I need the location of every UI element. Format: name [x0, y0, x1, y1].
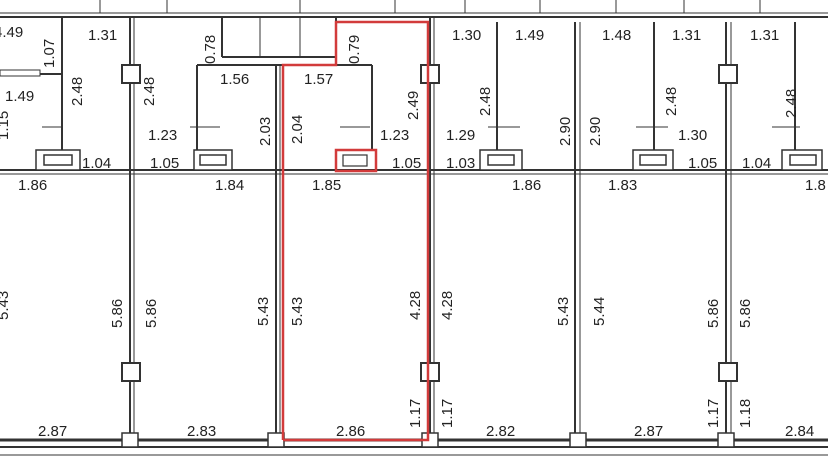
dim-a1: 4.49 — [0, 24, 23, 41]
dimension-labels: 4.49 1.31 1.30 1.49 1.48 1.31 1.31 1.56 … — [0, 24, 826, 440]
dim-c4: 2.49 — [405, 91, 422, 120]
dim-f2: 2.48 — [783, 89, 800, 118]
dim-v5: 5.43 — [289, 297, 306, 326]
dim-v9: 5.44 — [591, 297, 608, 326]
dim-m11: 1.04 — [742, 155, 771, 172]
dim-f1: 1.31 — [750, 27, 779, 44]
dim-m4: 1.84 — [215, 177, 244, 194]
structural-columns — [121, 64, 738, 382]
dim-v13: 1.17 — [439, 399, 456, 428]
highlighted-unit[interactable] — [281, 20, 430, 442]
dim-v14: 1.17 — [705, 399, 722, 428]
dim-bt2: 2.83 — [187, 423, 216, 440]
dim-m8: 1.86 — [512, 177, 541, 194]
dim-d5: 2.90 — [557, 117, 574, 146]
dim-v8: 5.43 — [555, 297, 572, 326]
dim-d3: 2.48 — [477, 87, 494, 116]
dim-bt4: 2.82 — [486, 423, 515, 440]
dim-m1: 1.86 — [18, 177, 47, 194]
window-units — [35, 149, 823, 448]
dim-m2: 1.04 — [82, 155, 111, 172]
dim-c1: 0.79 — [346, 35, 363, 64]
dim-bt6: 2.84 — [785, 423, 814, 440]
dim-v12: 1.17 — [407, 399, 424, 428]
dim-e4: 2.48 — [663, 87, 680, 116]
dim-v3: 5.86 — [143, 299, 160, 328]
dim-bt1: 2.87 — [38, 423, 67, 440]
dim-v1: 5.43 — [0, 291, 12, 320]
dim-v2: 5.86 — [109, 299, 126, 328]
dim-v4: 5.43 — [255, 297, 272, 326]
dim-v10: 5.86 — [705, 299, 722, 328]
dim-d2: 1.49 — [515, 27, 544, 44]
dim-m9: 1.83 — [608, 177, 637, 194]
dim-c5: 1.23 — [380, 127, 409, 144]
dim-v15: 1.18 — [737, 399, 754, 428]
dim-m5: 1.85 — [312, 177, 341, 194]
dim-d4: 1.29 — [446, 127, 475, 144]
dim-e3: 1.31 — [672, 27, 701, 44]
dim-m3: 1.05 — [150, 155, 179, 172]
dim-e5: 1.30 — [678, 127, 707, 144]
dim-b6: 2.03 — [257, 117, 274, 146]
dim-b2: 0.78 — [202, 35, 219, 64]
dim-a4: 1.49 — [5, 88, 34, 105]
dim-bt3: 2.86 — [336, 423, 365, 440]
dim-e1: 2.90 — [587, 117, 604, 146]
dim-v7: 4.28 — [439, 291, 456, 320]
dim-d1: 1.30 — [452, 27, 481, 44]
dim-b4: 1.56 — [220, 71, 249, 88]
dim-c3: 2.04 — [289, 115, 306, 144]
dim-v6: 4.28 — [407, 291, 424, 320]
dim-c2: 1.57 — [304, 71, 333, 88]
dim-bt5: 2.87 — [634, 423, 663, 440]
dim-e2: 1.48 — [602, 27, 631, 44]
dim-b3: 2.48 — [141, 77, 158, 106]
dim-a2: 1.07 — [41, 39, 58, 68]
dim-b5: 1.23 — [148, 127, 177, 144]
dim-a5: 1.15 — [0, 111, 12, 140]
dim-a3: 2.48 — [69, 77, 86, 106]
dim-b1: 1.31 — [88, 27, 117, 44]
dim-m12: 1.8 — [805, 177, 826, 194]
dim-m6: 1.05 — [392, 155, 421, 172]
dim-v11: 5.86 — [737, 299, 754, 328]
dim-m10: 1.05 — [688, 155, 717, 172]
dim-m7: 1.03 — [446, 155, 475, 172]
